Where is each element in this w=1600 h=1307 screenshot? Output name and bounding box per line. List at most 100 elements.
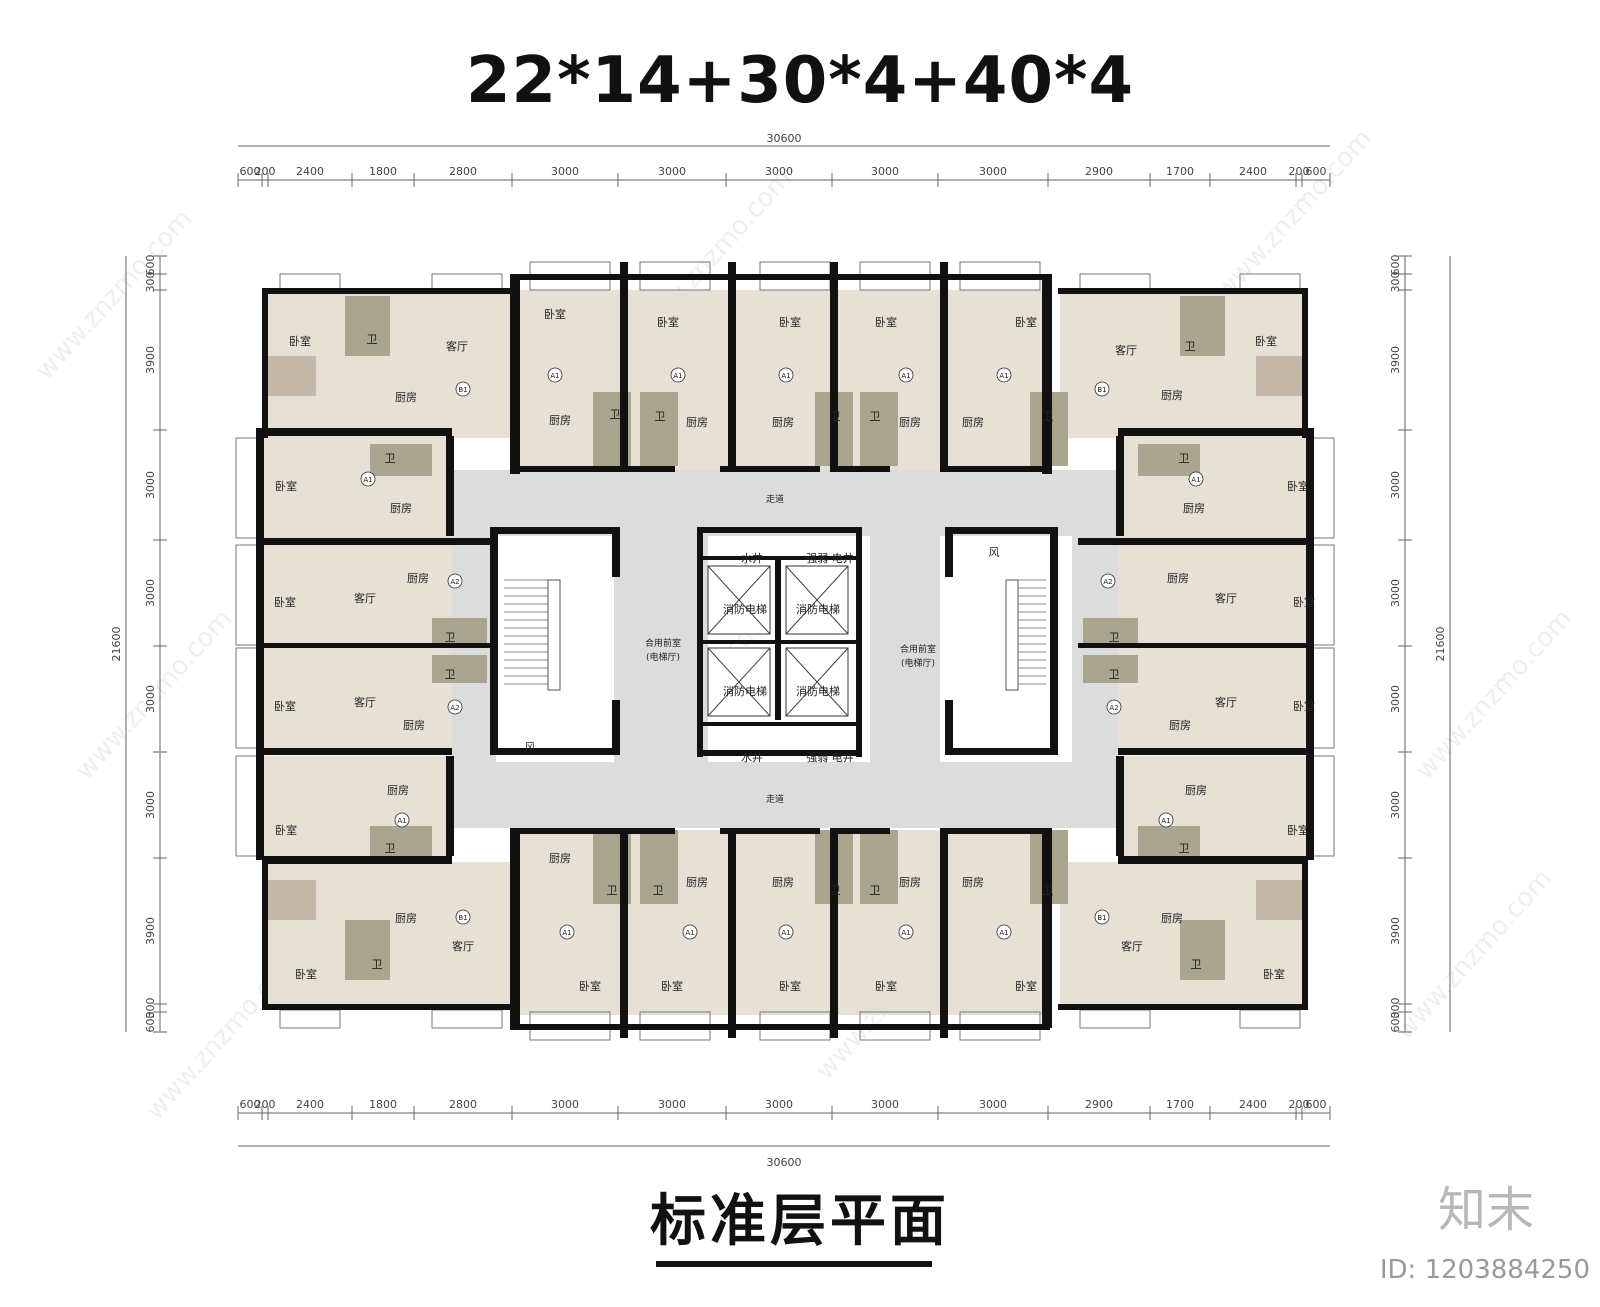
stair-well bbox=[1005, 579, 1019, 691]
dimension-value: 200 bbox=[255, 1098, 276, 1111]
watermark-text: www.znzmo.com bbox=[1210, 124, 1378, 306]
living-room-label: 客厅 bbox=[452, 939, 474, 953]
plan-title: 标准层平面 bbox=[650, 1189, 950, 1254]
wall bbox=[490, 748, 620, 755]
dimension-value: 1700 bbox=[1166, 165, 1194, 178]
brand-logo: 知末 bbox=[1437, 1182, 1534, 1238]
wall bbox=[940, 466, 1050, 472]
dimension-value: 2400 bbox=[1239, 1098, 1267, 1111]
bedroom-label: 卧室 bbox=[657, 315, 679, 329]
bedroom-label: 卧室 bbox=[1293, 699, 1315, 713]
dimension-value: 3000 bbox=[871, 165, 899, 178]
elevator-lobby-sublabel: (电梯厅) bbox=[646, 651, 680, 663]
lobby-left bbox=[614, 536, 708, 762]
total-width-value: 30600 bbox=[767, 132, 802, 145]
wall bbox=[1078, 643, 1308, 648]
wall bbox=[262, 856, 452, 864]
wall bbox=[1302, 862, 1308, 1010]
bathroom bbox=[345, 296, 390, 356]
dimension-value: 600 bbox=[240, 1098, 261, 1111]
dimension-value: 3000 bbox=[551, 1098, 579, 1111]
bathroom bbox=[1180, 296, 1225, 356]
bathroom-label: 卫 bbox=[385, 452, 396, 465]
wall bbox=[950, 748, 1058, 755]
wall bbox=[1116, 756, 1124, 856]
bathroom bbox=[1180, 920, 1225, 980]
dimension-value: 3000 bbox=[1389, 579, 1402, 607]
unit-type-tag-circle bbox=[455, 381, 471, 397]
bedroom-label: 卧室 bbox=[1263, 967, 1285, 981]
corridor-label: 走道 bbox=[766, 493, 784, 505]
kitchen-label: 厨房 bbox=[899, 876, 921, 889]
dimension-value: 3000 bbox=[1389, 791, 1402, 819]
elevator-cross bbox=[785, 565, 849, 635]
bathroom-label: 卫 bbox=[607, 884, 618, 897]
dimension-value: 3000 bbox=[551, 165, 579, 178]
unit-type-tag-circle bbox=[1094, 909, 1110, 925]
wall bbox=[728, 262, 736, 472]
dimension-value: 600 bbox=[1389, 1012, 1402, 1033]
kitchen-label: 厨房 bbox=[962, 876, 984, 889]
wall bbox=[262, 288, 512, 294]
wall bbox=[945, 700, 953, 755]
wall bbox=[720, 828, 820, 834]
bathroom-label: 卫 bbox=[1043, 410, 1054, 423]
bedroom-accent bbox=[266, 880, 316, 920]
bedroom-label: 卧室 bbox=[579, 979, 601, 993]
dimension-value: 3000 bbox=[658, 165, 686, 178]
unit-type-tag-circle bbox=[996, 367, 1012, 383]
bathroom-label: 卫 bbox=[653, 884, 664, 897]
kitchen-label: 厨房 bbox=[1169, 719, 1191, 732]
wall bbox=[830, 828, 838, 1038]
lobby-right bbox=[870, 536, 940, 762]
kitchen-label: 厨房 bbox=[1167, 572, 1189, 585]
dimension-value: 1800 bbox=[369, 1098, 397, 1111]
kitchen-label: 厨房 bbox=[395, 391, 417, 404]
dimension-value: 1800 bbox=[369, 165, 397, 178]
dimension-value: 300 bbox=[1389, 998, 1402, 1019]
wall bbox=[697, 722, 862, 726]
kitchen-label: 厨房 bbox=[772, 416, 794, 429]
wall bbox=[940, 828, 1050, 834]
bedroom-label: 卧室 bbox=[661, 979, 683, 993]
bathroom-label: 卫 bbox=[445, 631, 456, 644]
unit-type-tag: A1 bbox=[781, 929, 790, 937]
wall bbox=[262, 428, 452, 436]
bathroom-label: 卫 bbox=[610, 408, 621, 421]
bedroom-label: 卧室 bbox=[274, 699, 296, 713]
wall bbox=[490, 527, 498, 755]
wall bbox=[697, 527, 862, 533]
unit-type-tag-circle bbox=[447, 699, 463, 715]
bedroom-label: 卧室 bbox=[779, 315, 801, 329]
bedroom-label: 卧室 bbox=[875, 979, 897, 993]
bathroom-label: 卫 bbox=[1109, 631, 1120, 644]
living-room-label: 客厅 bbox=[1215, 591, 1237, 605]
unit-type-tag-circle bbox=[670, 367, 686, 383]
living-room-label: 客厅 bbox=[1121, 939, 1143, 953]
bedroom-label: 卧室 bbox=[1287, 823, 1309, 837]
water-shaft-label: 水井 bbox=[741, 551, 763, 565]
unit-type-tag: A1 bbox=[901, 372, 910, 380]
bathroom bbox=[370, 826, 432, 858]
wall bbox=[1118, 856, 1308, 864]
dimension-value: 600 bbox=[1306, 165, 1327, 178]
wall bbox=[830, 466, 890, 472]
unit-type-tag-circle bbox=[1094, 381, 1110, 397]
unit-type-tag: A1 bbox=[562, 929, 571, 937]
vent-shaft-label: 风 bbox=[525, 741, 536, 754]
bathroom bbox=[345, 920, 390, 980]
bedroom-label: 卧室 bbox=[275, 479, 297, 493]
dimension-value: 600 bbox=[240, 165, 261, 178]
dimension-value: 3900 bbox=[144, 917, 157, 945]
wall bbox=[728, 828, 736, 1038]
electrical-shaft-label: 强弱 电井 bbox=[806, 750, 854, 764]
kitchen-label: 厨房 bbox=[403, 719, 425, 732]
unit-type-tag: A1 bbox=[685, 929, 694, 937]
bathroom-label: 卫 bbox=[830, 884, 841, 897]
wall bbox=[1118, 428, 1308, 436]
kitchen-label: 厨房 bbox=[1161, 389, 1183, 402]
wall bbox=[612, 527, 620, 577]
bedroom-label: 卧室 bbox=[1293, 595, 1315, 609]
dimension-value: 600 bbox=[144, 255, 157, 276]
bathroom-label: 卫 bbox=[1043, 884, 1054, 897]
